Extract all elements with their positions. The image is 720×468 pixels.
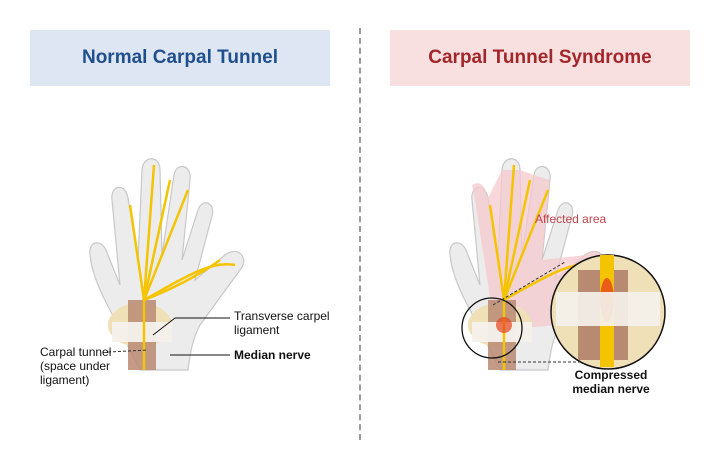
syndrome-panel-title: Carpal Tunnel Syndrome <box>428 47 652 68</box>
label-compressed-nerve: Compressed median nerve <box>572 368 650 396</box>
normal-hand <box>89 158 245 371</box>
label-carpal-tunnel: Carpal tunnel (space under ligament) <box>40 345 112 387</box>
zoom-circle-large <box>550 254 666 370</box>
panel-divider <box>359 28 361 440</box>
normal-panel-title: Normal Carpal Tunnel <box>81 47 278 68</box>
label-median-nerve: Median nerve <box>234 348 311 362</box>
median-nerve <box>128 164 236 370</box>
label-transverse-ligament: Transverse carpel ligament <box>234 309 330 337</box>
label-affected-area: Affected area <box>535 212 607 226</box>
normal-panel-header: Normal Carpal Tunnel <box>30 30 330 86</box>
zoom-circle-small <box>461 297 523 359</box>
syndrome-panel-header: Carpal Tunnel Syndrome <box>390 30 690 86</box>
